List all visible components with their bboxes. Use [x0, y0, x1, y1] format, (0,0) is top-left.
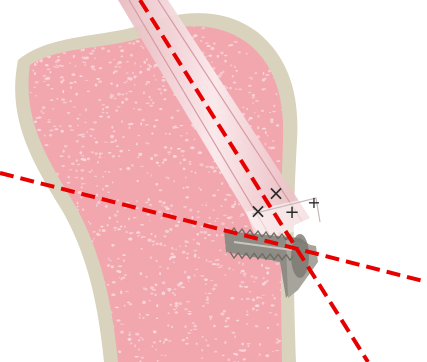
cross-mark: × [250, 199, 267, 223]
plus-mark: + [284, 202, 299, 223]
cross-mark: × [268, 181, 285, 205]
plus-mark: + [307, 193, 320, 212]
